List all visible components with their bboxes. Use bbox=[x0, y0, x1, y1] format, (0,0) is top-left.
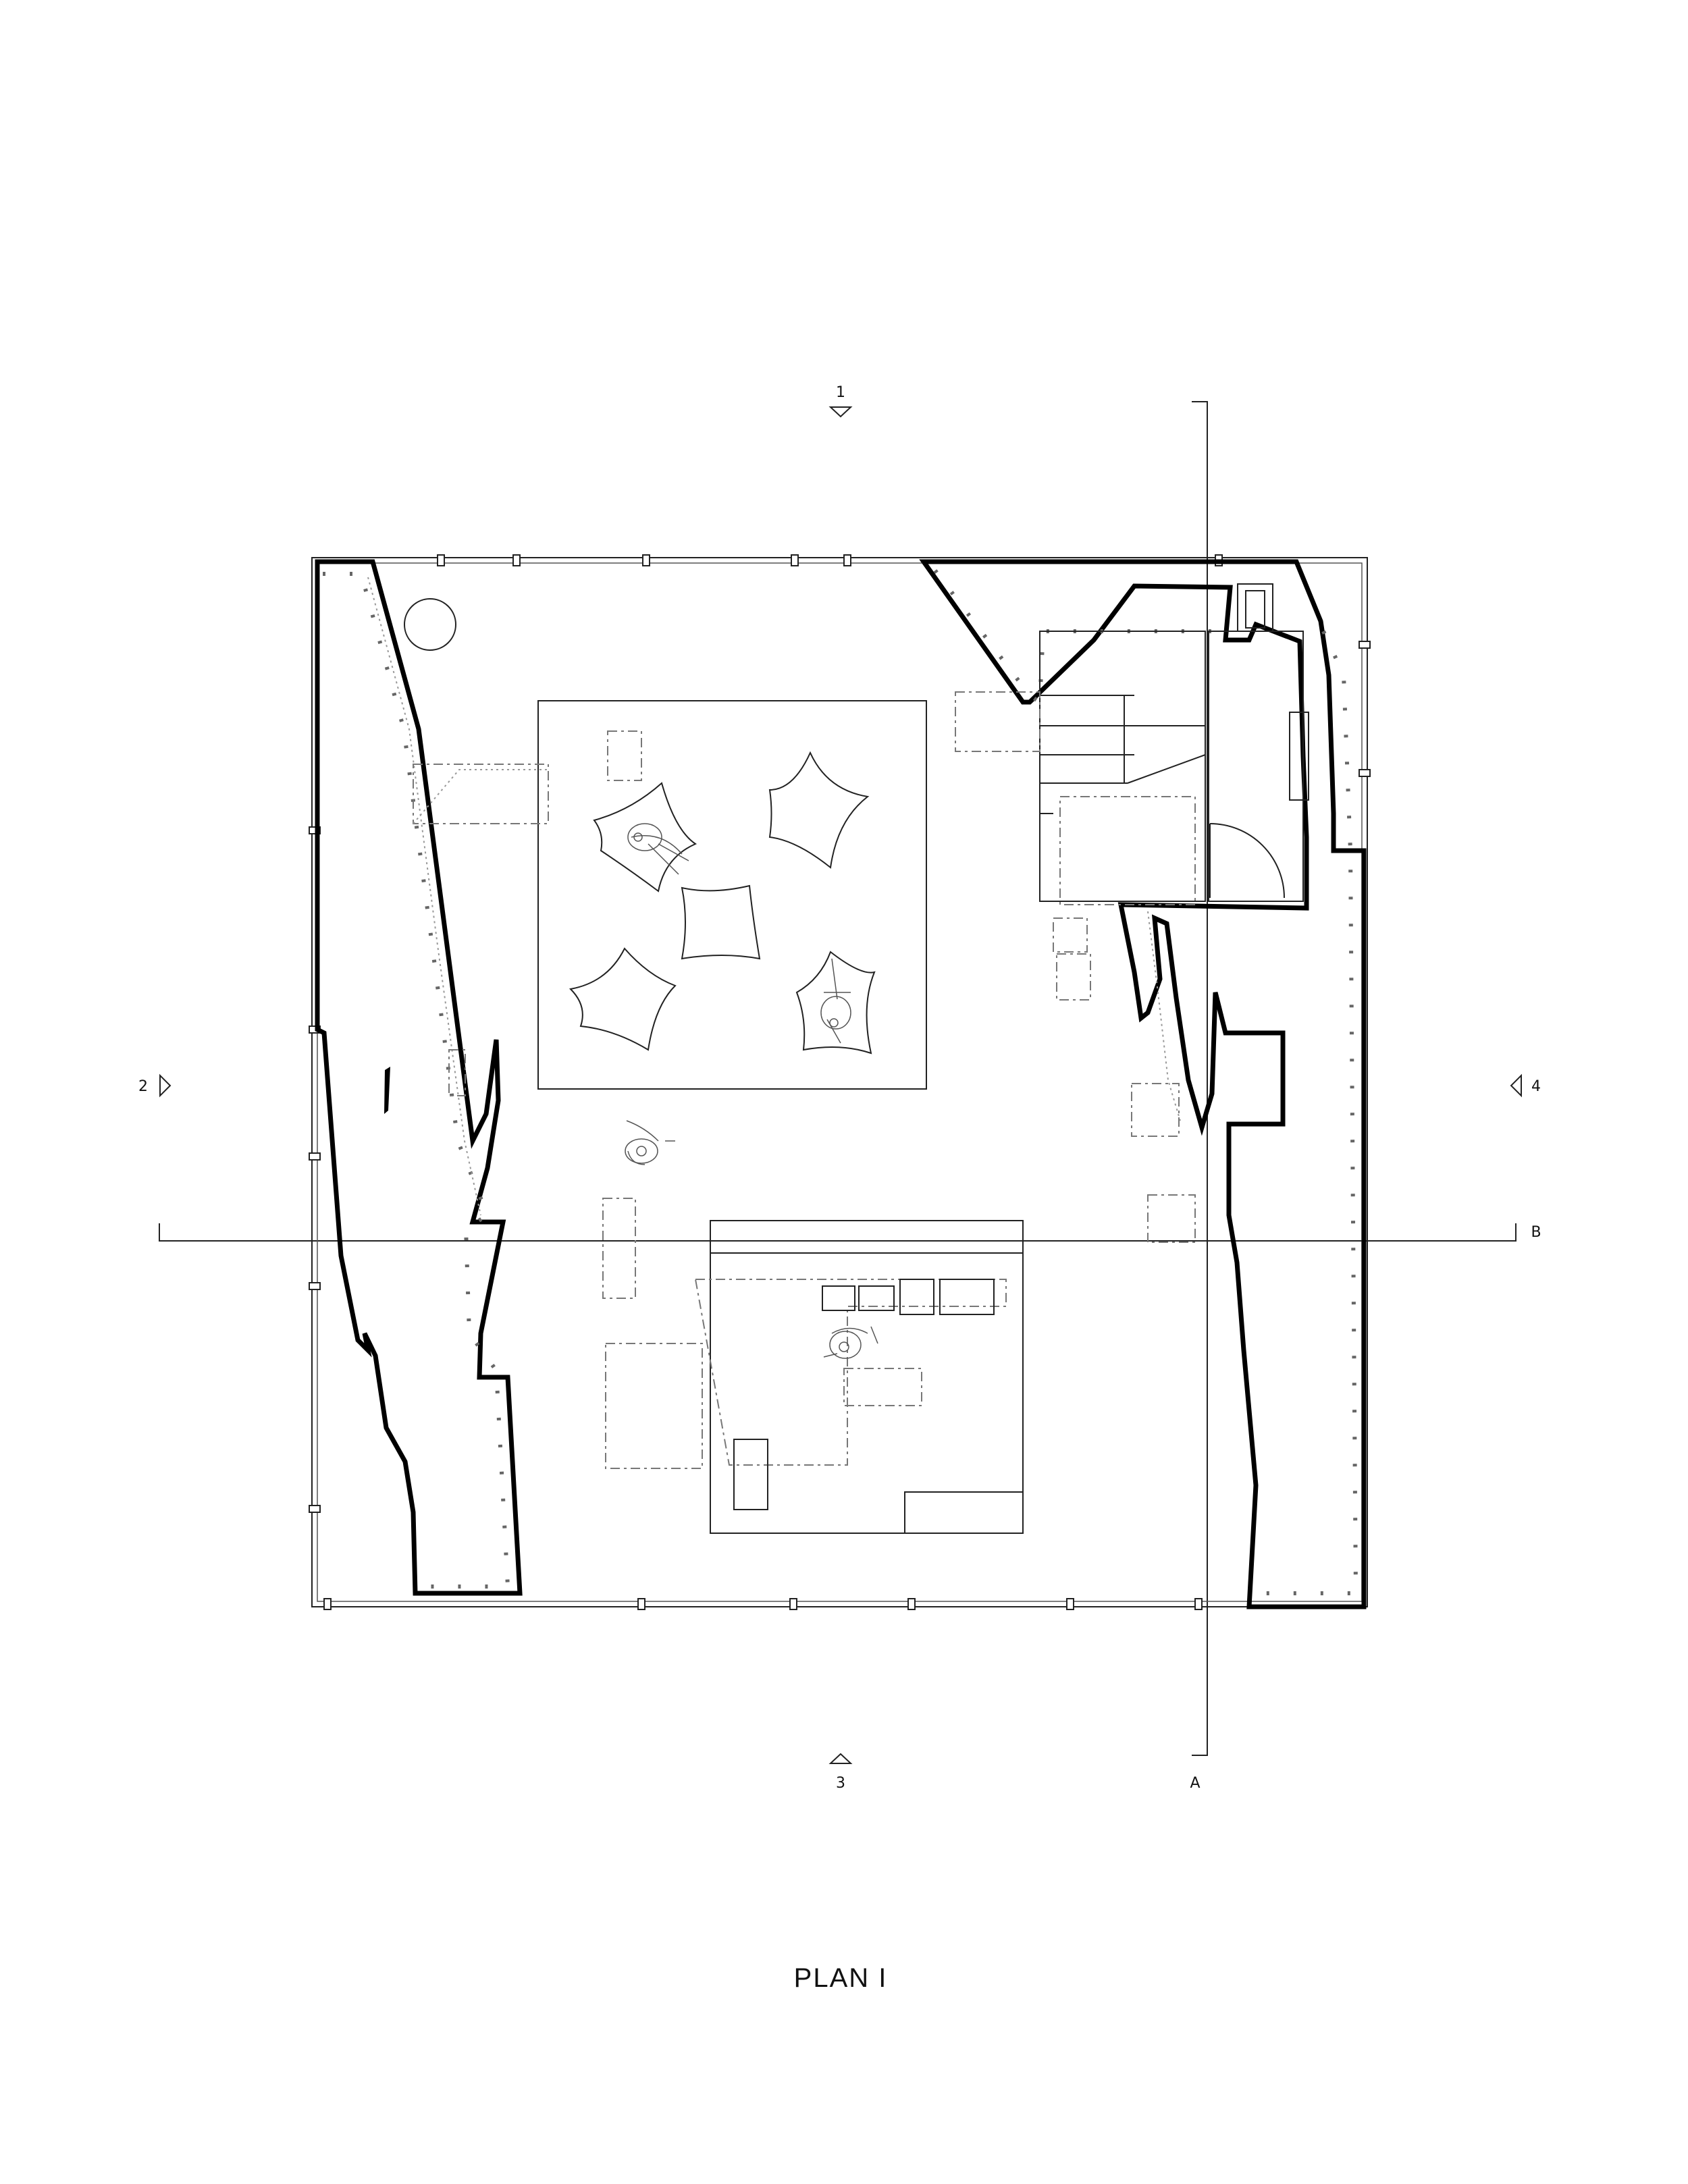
standing-person bbox=[625, 1120, 675, 1165]
svg-text:2: 2 bbox=[138, 1078, 148, 1095]
seated-person bbox=[820, 958, 851, 1044]
svg-text:1: 1 bbox=[836, 384, 845, 401]
svg-text:3: 3 bbox=[836, 1775, 845, 1792]
svg-text:4: 4 bbox=[1531, 1078, 1541, 1095]
section-marker-2: 2 bbox=[138, 1073, 172, 1098]
cushion bbox=[593, 782, 697, 893]
section-line-b bbox=[159, 1223, 1516, 1242]
section-label-b: B bbox=[1531, 1224, 1541, 1241]
cushion bbox=[569, 947, 677, 1051]
section-marker-1: 1 bbox=[828, 384, 853, 418]
cushion bbox=[795, 951, 876, 1055]
cushion bbox=[768, 751, 870, 869]
dashed-furniture bbox=[448, 691, 1196, 1469]
kitchen bbox=[694, 1220, 1024, 1534]
section-marker-4: 4 bbox=[1510, 1073, 1541, 1098]
round-table bbox=[404, 598, 456, 651]
section-marker-3: 3 bbox=[828, 1753, 853, 1792]
plan-title: PLAN I bbox=[794, 1963, 888, 1993]
section-line-a bbox=[1192, 401, 1208, 1756]
seated-person bbox=[627, 823, 689, 875]
cook-person bbox=[823, 1326, 878, 1359]
living-area bbox=[413, 700, 927, 1090]
left-carved-wall bbox=[315, 559, 523, 1596]
stair-core bbox=[1039, 583, 1309, 905]
rug bbox=[537, 700, 927, 1090]
right-carved-wall bbox=[919, 559, 1367, 1609]
cushion bbox=[681, 884, 761, 960]
section-label-a: A bbox=[1190, 1775, 1200, 1792]
